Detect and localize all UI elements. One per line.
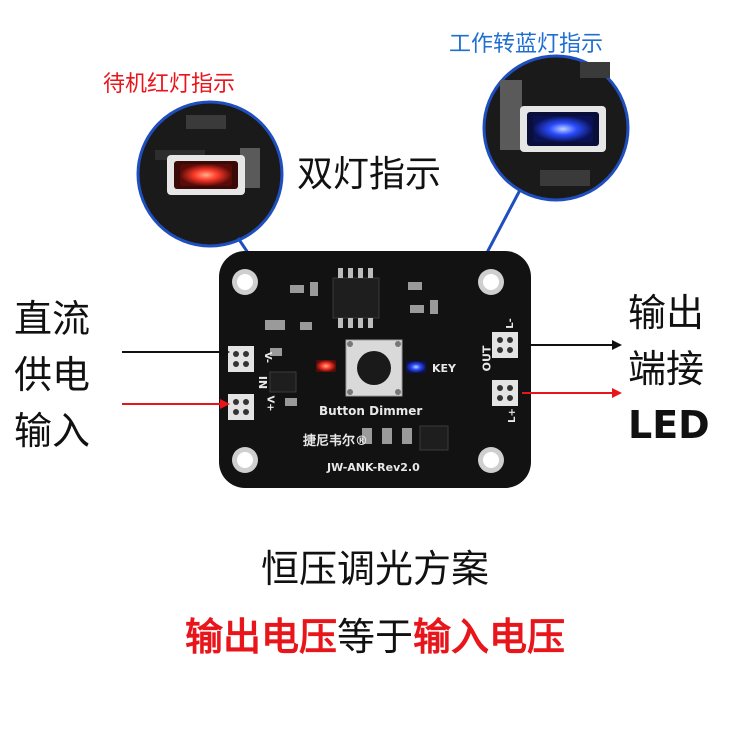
right-text-line-3: LED	[628, 403, 710, 447]
board-in-label: IN	[256, 375, 270, 390]
equals-text: 等于	[336, 615, 413, 659]
output-arrowhead-black	[612, 340, 622, 350]
left-text-line-3: 输入	[14, 409, 91, 453]
left-text: 直流 供电 输入	[14, 296, 90, 454]
standby-red-label: 待机红灯指示	[103, 72, 236, 97]
output-voltage-text: 输出电压	[184, 615, 337, 659]
zoom-graphics	[122, 54, 630, 488]
blue-zoom-circle	[482, 54, 630, 202]
board-brand-label: 捷尼韦尔®	[303, 434, 369, 449]
board-vplus-label: V+	[264, 395, 276, 412]
right-text-line-1: 输出	[628, 291, 705, 335]
bottom-subtitle: 输出电压等于输入电压	[0, 606, 750, 661]
board-key-label: KEY	[432, 362, 457, 375]
bottom-title: 恒压调光方案	[260, 547, 489, 591]
dual-light-label: 双灯指示	[297, 154, 442, 195]
board-lplus-label: L+	[506, 408, 518, 423]
left-text-line-2: 供电	[14, 353, 91, 397]
input-arrowhead-red	[220, 399, 230, 409]
input-arrowhead-black	[220, 347, 230, 357]
red-zoom-circle	[136, 100, 284, 248]
left-text-line-1: 直流	[14, 297, 91, 341]
input-voltage-text: 输入电压	[413, 615, 566, 659]
board-model-label: JW-ANK-Rev2.0	[327, 461, 420, 474]
board-lminus-label: L-	[504, 318, 516, 329]
output-arrowhead-red	[612, 388, 622, 398]
board-vminus-label: V-	[262, 351, 274, 364]
pcb-board	[219, 251, 531, 488]
working-blue-label: 工作转蓝灯指示	[449, 32, 604, 57]
right-text: 输出 端接 LED	[628, 290, 710, 448]
board-button-label: Button Dimmer	[319, 404, 423, 418]
right-text-line-2: 端接	[628, 347, 705, 391]
board-out-label: OUT	[480, 345, 494, 372]
